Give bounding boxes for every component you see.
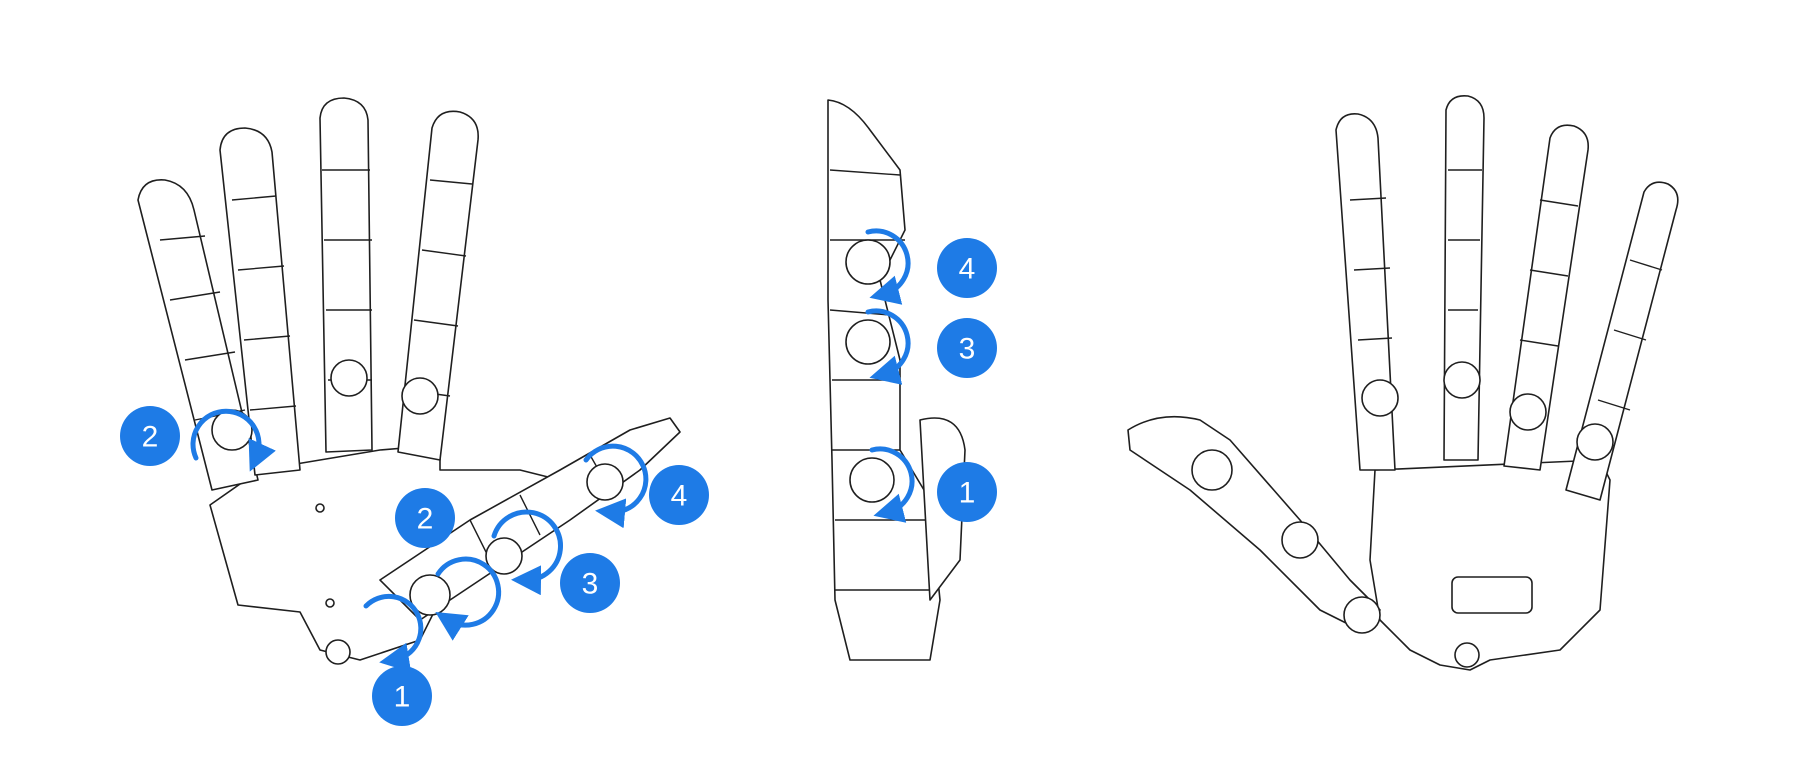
badge-label: 2: [142, 421, 159, 454]
badge-thumb-joint-1: 1: [372, 666, 432, 726]
rotation-arrows: [190, 228, 915, 673]
back-thumb: [1127, 415, 1381, 631]
rotation-arrow-thumb-2: [435, 556, 502, 641]
rotation-arrow-thumb-1: [363, 593, 424, 673]
badge-label: 3: [959, 333, 976, 366]
badge-label: 1: [959, 477, 976, 510]
badge-side-joint-3: 3: [937, 318, 997, 378]
back-ring-finger: [1443, 94, 1485, 461]
rotation-arrow-thumb-3: [491, 509, 563, 596]
badge-palm-little-joint: 2: [120, 406, 180, 466]
rotation-arrow-side-4: [865, 228, 911, 305]
back-middle-finger: [1503, 124, 1590, 471]
palm-ring-finger: [219, 127, 301, 476]
palm-index-finger: [397, 110, 479, 461]
back-little-finger: [1335, 113, 1396, 471]
badge-label: 3: [582, 568, 599, 601]
badge-label: 1: [394, 681, 411, 714]
badge-side-joint-1: 1: [937, 462, 997, 522]
rotation-arrow-side-3: [865, 308, 911, 385]
badge-label: 4: [671, 480, 688, 513]
palm-middle-finger: [319, 97, 373, 453]
badge-label: 4: [959, 253, 976, 286]
side-view-hand: [827, 99, 966, 661]
badge-side-joint-4: 4: [937, 238, 997, 298]
rotation-arrow-side-1: [869, 446, 915, 523]
badge-thumb-joint-2: 2: [395, 488, 455, 548]
back-view-hand: [1127, 94, 1679, 671]
back-index-finger: [1565, 181, 1679, 501]
rotation-arrow-thumb-4: [583, 443, 649, 529]
badge-thumb-joint-3: 3: [560, 553, 620, 613]
badge-thumb-joint-4: 4: [649, 465, 709, 525]
badge-label: 2: [417, 503, 434, 536]
rotation-arrow-palm-little: [190, 408, 276, 472]
